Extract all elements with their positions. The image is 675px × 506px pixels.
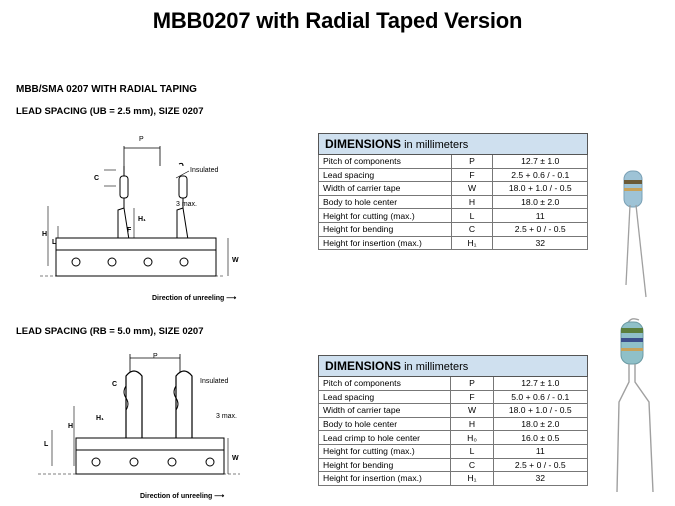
row-symbol: H: [450, 416, 494, 432]
row-value: 12.7 ± 1.0: [492, 376, 589, 391]
row-symbol: C: [450, 221, 494, 237]
row-value: 32: [492, 471, 589, 486]
row-symbol: H₁: [450, 471, 494, 486]
row-label: Pitch of components: [318, 154, 452, 169]
row-symbol: L: [450, 443, 494, 459]
diagram-1-label-3max: 3 max.: [176, 201, 197, 208]
row-value: 11: [492, 443, 589, 459]
diagram-2-label-w: W: [232, 455, 239, 462]
diagram-2-label-h1: H₁: [96, 415, 104, 422]
row-label: Height for insertion (max.): [318, 235, 452, 251]
diagram-1-label-f: F: [127, 227, 132, 234]
row-value: 18.0 + 1.0 / - 0.5: [492, 403, 589, 418]
row-value: 5.0 + 0.6 / - 0.1: [492, 389, 589, 405]
row-label: Height for bending: [317, 457, 452, 473]
row-value: 16.0 ± 0.5: [492, 430, 589, 445]
diagram-1-label-w: W: [232, 257, 239, 264]
resistor-photo-2: [616, 318, 654, 493]
diagram-2-label-l: L: [44, 441, 49, 448]
row-label: Pitch of components: [317, 376, 452, 391]
row-symbol: C: [450, 457, 494, 473]
diagram-1-label-c: C: [94, 175, 99, 182]
row-symbol: L: [450, 208, 494, 223]
row-value: 11: [492, 208, 588, 223]
row-label: Width of carrier tape: [317, 403, 452, 418]
row-label: Lead spacing: [318, 167, 452, 183]
row-label: Height for bending: [318, 221, 452, 237]
diagram-1-label-insulated: Insulated: [190, 167, 219, 174]
radial-taping-diagram-rb: P Insulated C 3 max. H₁ H F H₀ L W Direc…: [38, 353, 240, 500]
dimensions-table-1-header: DIMENSIONS in millimeters: [318, 133, 588, 155]
row-symbol: P: [450, 154, 494, 169]
row-symbol: H₀: [450, 430, 494, 445]
row-label: Height for insertion (max.): [317, 471, 452, 486]
diagram-1-direction: Direction of unreeling ⟶: [152, 295, 236, 302]
row-symbol: F: [450, 167, 494, 183]
row-value: 2.5 + 0 / - 0.5: [492, 457, 589, 473]
row-value: 2.5 + 0.6 / - 0.1: [492, 167, 588, 183]
dimensions-table-2-header: DIMENSIONS in millimeters: [318, 355, 588, 377]
diagram-2-label-h: H: [68, 423, 73, 430]
row-value: 32: [492, 235, 588, 251]
dimensions-table-2: DIMENSIONS in millimeters Pitch of compo…: [317, 355, 589, 486]
row-label: Height for cutting (max.): [318, 208, 452, 223]
row-symbol: W: [450, 181, 494, 196]
row-symbol: W: [450, 403, 494, 418]
dimensions-table-1: DIMENSIONS in millimeters Pitch of compo…: [318, 133, 588, 251]
row-value: 12.7 ± 1.0: [492, 154, 588, 169]
diagram-2-label-insulated: Insulated: [200, 378, 229, 385]
diagram-1-label-p: P: [139, 136, 144, 143]
diagram-1-label-l: L: [52, 239, 57, 246]
row-symbol: H₁: [450, 235, 494, 251]
row-symbol: H: [450, 194, 494, 210]
row-label: Lead crimp to hole center: [317, 430, 452, 445]
diagram-2-subheading: LEAD SPACING (RB = 5.0 mm), SIZE 0207: [16, 326, 204, 337]
row-value: 18.0 ± 2.0: [492, 194, 588, 210]
resistor-photo-1: [623, 170, 647, 298]
diagram-2-label-c: C: [112, 381, 117, 388]
row-symbol: F: [450, 389, 494, 405]
row-label: Body to hole center: [317, 416, 452, 432]
row-label: Lead spacing: [317, 389, 452, 405]
diagram-2-direction: Direction of unreeling ⟶: [140, 493, 224, 500]
diagram-1-subheading: LEAD SPACING (UB = 2.5 mm), SIZE 0207: [16, 106, 204, 117]
row-value: 2.5 + 0 / - 0.5: [492, 221, 588, 237]
row-symbol: P: [450, 376, 494, 391]
row-label: Height for cutting (max.): [317, 443, 452, 459]
row-value: 18.0 ± 2.0: [492, 416, 589, 432]
diagram-2-label-3max: 3 max.: [216, 413, 237, 420]
row-label: Width of carrier tape: [318, 181, 452, 196]
row-value: 18.0 + 1.0 / - 0.5: [492, 181, 588, 196]
diagram-2-label-p: P: [153, 353, 158, 360]
section-heading: MBB/SMA 0207 WITH RADIAL TAPING: [16, 84, 197, 95]
row-label: Body to hole center: [318, 194, 452, 210]
diagram-1-label-h: H: [42, 231, 47, 238]
page-title: MBB0207 with Radial Taped Version: [152, 8, 523, 33]
radial-taping-diagram-ub: P Insulated C 3 max. H₁ F H L W Directio…: [40, 136, 239, 302]
diagram-1-label-h1: H₁: [138, 216, 146, 223]
